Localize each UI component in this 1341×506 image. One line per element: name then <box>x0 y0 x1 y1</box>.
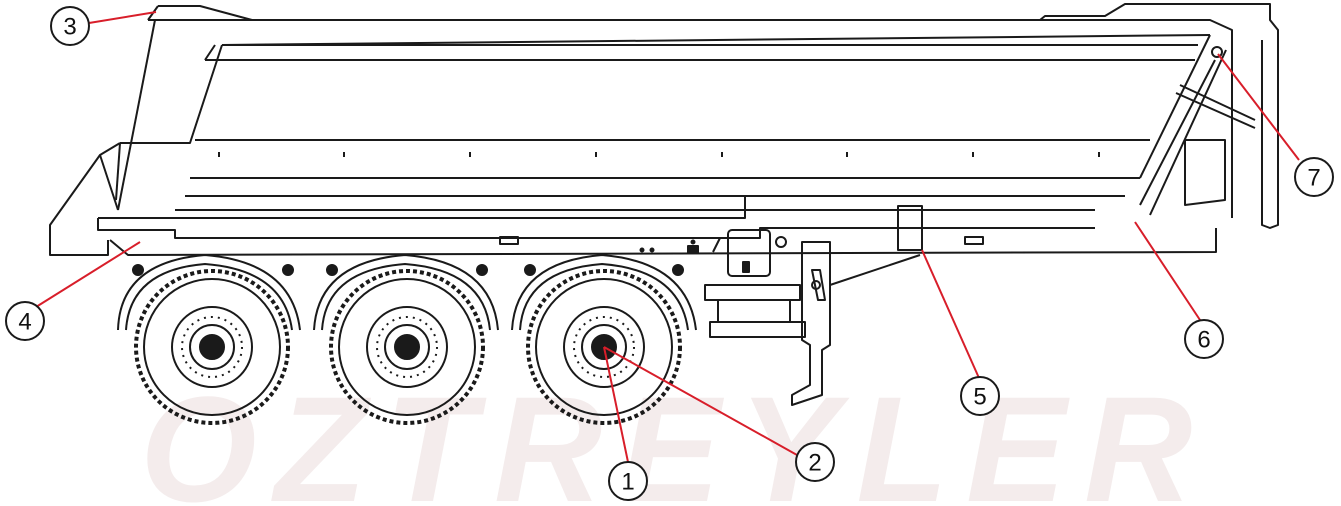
callout-3: 3 <box>50 6 90 46</box>
wheel-axle-2 <box>329 269 485 425</box>
svg-text:2: 2 <box>808 450 821 477</box>
leader-line-4 <box>35 241 141 308</box>
callout-2: 2 <box>795 442 835 482</box>
svg-text:3: 3 <box>63 14 76 41</box>
callout-7: 7 <box>1294 157 1334 197</box>
callout-1: 1 <box>608 461 648 501</box>
leader-line-5 <box>921 249 980 379</box>
leader-lines <box>35 11 1300 463</box>
leader-line-6 <box>1134 221 1201 321</box>
svg-text:6: 6 <box>1197 327 1210 354</box>
callout-5: 5 <box>960 376 1000 416</box>
svg-text:5: 5 <box>973 384 986 411</box>
leader-line-2 <box>603 346 798 456</box>
wheel-axle-3 <box>526 269 682 425</box>
tipper-body <box>49 3 1279 256</box>
leader-line-3 <box>88 11 157 24</box>
leader-line-7 <box>1217 53 1300 161</box>
svg-text:4: 4 <box>18 309 31 336</box>
brand-watermark: ÖZTREYLER <box>140 392 1211 506</box>
chassis <box>97 195 1217 406</box>
svg-text:7: 7 <box>1307 165 1320 192</box>
callout-4: 4 <box>5 301 45 341</box>
wheel-axle-1 <box>134 269 290 425</box>
svg-text:1: 1 <box>621 469 634 496</box>
callout-6: 6 <box>1184 319 1224 359</box>
leader-line-1 <box>603 346 629 463</box>
